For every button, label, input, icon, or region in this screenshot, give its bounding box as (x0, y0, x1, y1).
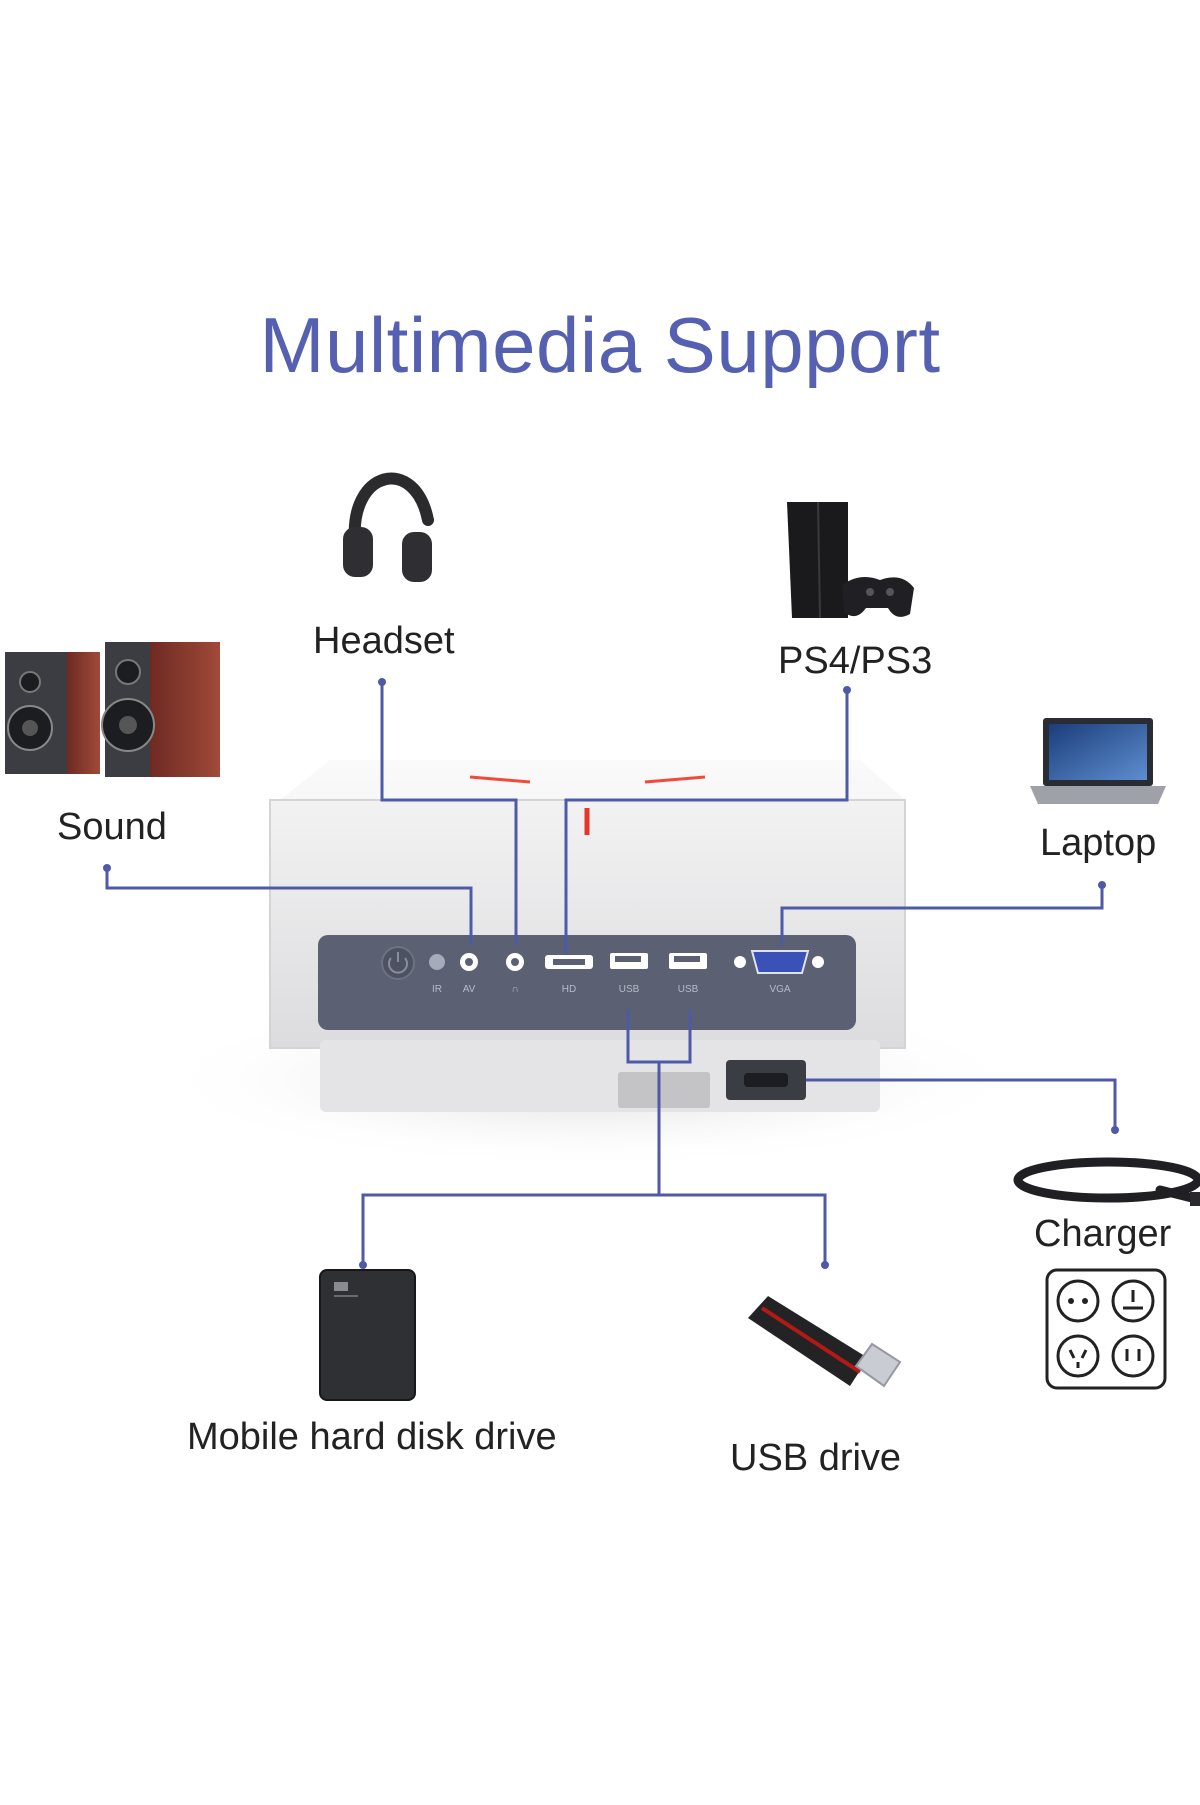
port-label-av: AV (463, 984, 476, 995)
socket-types-icon (1045, 1268, 1167, 1390)
port-label-vga: VGA (769, 984, 790, 995)
label-hdd: Mobile hard disk drive (187, 1416, 557, 1458)
charger-icon (1013, 1157, 1200, 1206)
connector-lines (105, 682, 1117, 1265)
diagram-title: Multimedia Support (259, 301, 941, 389)
ir-sensor (429, 954, 445, 970)
console-icon (787, 501, 914, 619)
port-label-headphone: ∩ (511, 984, 518, 995)
port-label-hd: HD (562, 984, 576, 995)
port-label-usb-2: USB (678, 984, 699, 995)
vga-port (734, 950, 824, 974)
label-sound: Sound (57, 806, 167, 848)
power-button (381, 946, 415, 980)
sound-connector (105, 868, 473, 945)
label-charger: Charger (1034, 1213, 1172, 1255)
label-laptop: Laptop (1040, 822, 1157, 864)
speakers-icon (5, 642, 220, 777)
laptop-connector (780, 885, 1104, 945)
port-label-usb-1: USB (619, 984, 640, 995)
label-ps: PS4/PS3 (778, 640, 933, 682)
ps-connector (564, 690, 849, 955)
usb-drive-icon (748, 1296, 902, 1388)
storage-connector (361, 1193, 827, 1265)
charger-connector (806, 1078, 1117, 1130)
port-label-ir: IR (432, 984, 442, 995)
headset-connector (380, 682, 518, 945)
port-panel: IR AV ∩ HD USB USB VGA (318, 935, 856, 1030)
laptop-icon (1030, 718, 1166, 804)
usb-bay (618, 1072, 710, 1108)
headset-icon (343, 472, 434, 582)
connector-endpoints (103, 678, 1119, 1269)
label-usb-drive: USB drive (730, 1437, 902, 1479)
hard-disk-icon (319, 1269, 416, 1401)
label-headset: Headset (313, 620, 455, 662)
